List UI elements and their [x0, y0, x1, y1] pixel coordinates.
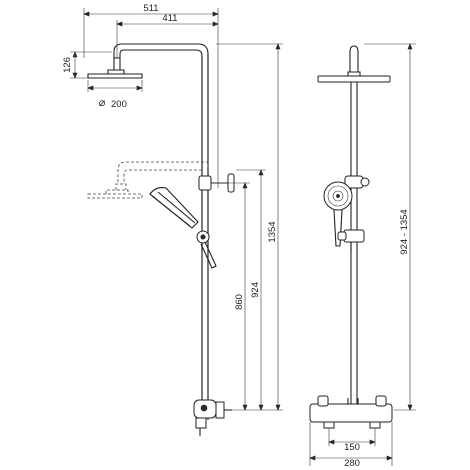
dimension-860: 860 — [214, 182, 250, 411]
slider-front — [337, 229, 365, 252]
dimension-924-1354: 924 - 1354 — [364, 43, 416, 411]
dimension-924-1354-label: 924 - 1354 — [399, 209, 410, 254]
dimension-diameter-200: ⌀ 200 — [87, 80, 143, 110]
lowered-head-outline — [87, 161, 209, 199]
dimension-126-label: 126 — [62, 57, 73, 73]
dimension-1354-label: 1354 — [267, 221, 278, 242]
hand-shower — [149, 187, 217, 269]
dimension-150-label: 150 — [344, 442, 360, 453]
dimension-924-label: 924 — [250, 282, 261, 298]
riser-front — [350, 82, 358, 410]
dimension-411: 411 — [116, 13, 219, 58]
dimension-411-label: 411 — [162, 13, 177, 24]
mixer-front — [309, 395, 393, 429]
front-view: 924 - 1354 150 280 — [309, 43, 416, 469]
mixer-side — [193, 399, 232, 436]
clamp-front — [344, 175, 370, 189]
dimension-924: 924 — [236, 169, 266, 411]
shower-head-front — [317, 45, 391, 83]
riser-pipe — [113, 43, 209, 420]
dimension-280-label: 280 — [344, 458, 360, 469]
diameter-symbol: ⌀ — [99, 97, 106, 109]
hand-shower-front — [323, 181, 353, 247]
shower-head-top — [87, 57, 143, 79]
dimension-150: 150 — [328, 428, 376, 453]
dimension-126: 126 — [62, 51, 112, 79]
dimension-280: 280 — [309, 422, 393, 469]
dimension-860-label: 860 — [234, 294, 245, 310]
dimension-diameter-200-label: 200 — [111, 99, 127, 110]
dimension-511-label: 511 — [143, 3, 158, 14]
side-view: 511 411 126 — [62, 3, 283, 436]
dimension-1354: 1354 — [216, 43, 283, 411]
dimension-511: 511 — [83, 3, 219, 188]
